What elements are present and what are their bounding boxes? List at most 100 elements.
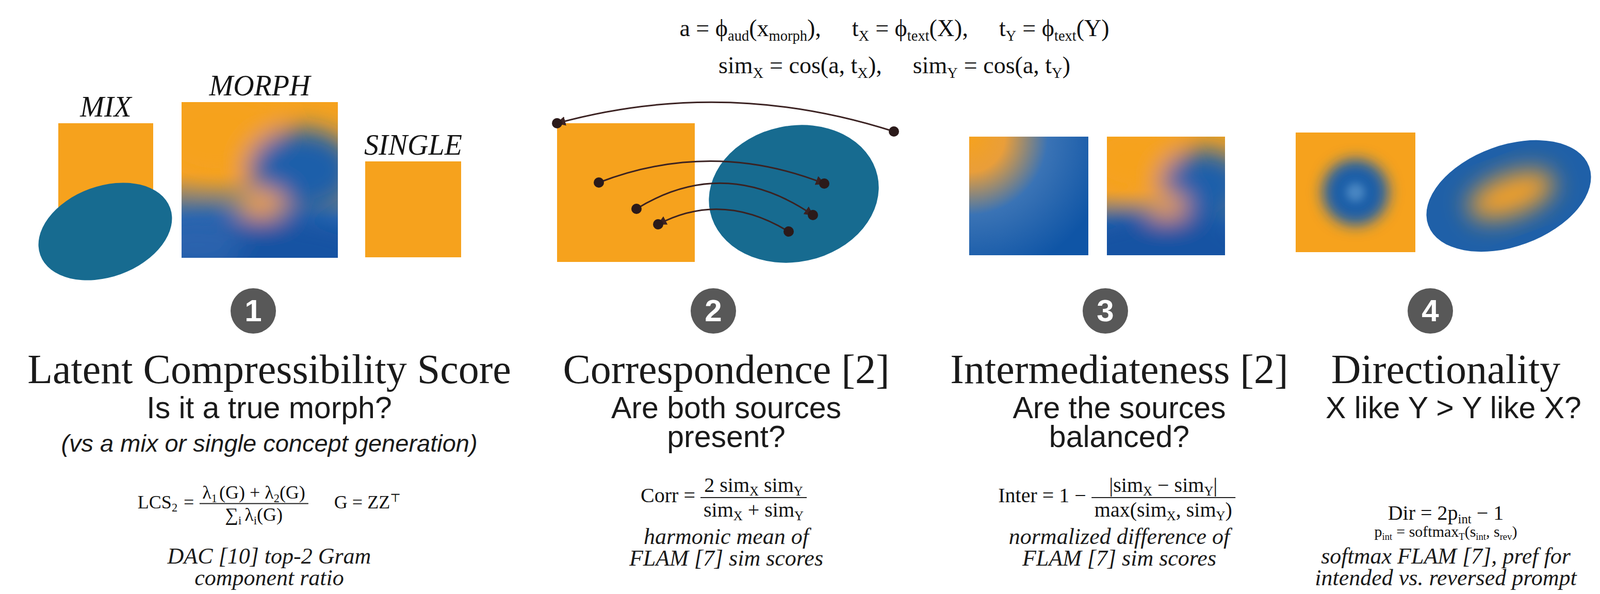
formula-term: = softmax (1396, 523, 1459, 541)
formula-term: Inter = 1 − (998, 483, 1087, 508)
label-box: Are the sources balanced? (995, 393, 1244, 452)
denominator: simX + simY (700, 498, 807, 522)
callout-number: 4 (1421, 295, 1439, 327)
formula-term: sim (912, 52, 948, 79)
label-box: Is it a true morph? (146, 393, 393, 423)
formula-subscript: X (1143, 484, 1153, 499)
formula-term: (G) (256, 504, 283, 526)
formula-subscript: Y (1203, 484, 1214, 499)
metric-title: Directionality (1331, 346, 1561, 393)
feature-dot (807, 209, 819, 221)
formula-subscript: Y (1051, 64, 1063, 81)
formula: simX= cos(a, tX),simY= cos(a, tY) (718, 52, 1071, 79)
metric-question: X like Y > Y like X? (1325, 390, 1582, 426)
formula-term: λ (202, 482, 211, 503)
metric-description: harmonic mean of FLAM [7] sim scores (629, 524, 824, 571)
fraction: 2 simXsimYsimX+ simY (700, 473, 807, 522)
formula-term: ∑ (224, 504, 239, 526)
formula-term: = cos(a, t (964, 52, 1052, 79)
metric-title: Correspondence [2] (562, 346, 890, 393)
fraction-bar (199, 503, 309, 505)
balanced-blue-band (1106, 214, 1226, 256)
x-like-y-square (1295, 132, 1416, 253)
formula-subscript: Y (793, 484, 804, 499)
y-like-x-base (1413, 128, 1600, 264)
metric-title: Latent Compressibility Score (27, 346, 512, 393)
formula-subscript: int (1382, 530, 1393, 542)
label-box: X like Y > Y like X? (1325, 393, 1582, 423)
formula-term: + sim (747, 498, 795, 522)
formula-term: ), (807, 14, 822, 42)
morph-blue-band (181, 216, 338, 258)
formula-term: = ϕ (1022, 14, 1055, 42)
numerator: |simX− simY| (1091, 473, 1236, 498)
formula-term: − sim (1157, 473, 1204, 497)
formula-term: , sim (1176, 498, 1217, 522)
x-like-y-blue-core (1322, 159, 1389, 226)
feature-dot (593, 177, 604, 188)
formula: pint= softmaxT(sint, srev) (1374, 523, 1518, 541)
balanced-gradient (1106, 136, 1226, 256)
formula-subscript: Y (794, 509, 804, 524)
formula-subscript: T (1458, 530, 1465, 542)
metric-description: normalized difference of FLAM [7] sim sc… (1008, 524, 1231, 571)
formula-term: = ϕ (875, 14, 908, 42)
feature-dot (783, 226, 794, 237)
formula-subscript: rev (1499, 530, 1513, 542)
formula-term: sim (763, 473, 794, 497)
formula-term: sim (718, 52, 753, 79)
callout-number: 2 (704, 295, 722, 327)
feature-dot (631, 203, 642, 215)
metric-question: Are the sources balanced? (1012, 390, 1226, 454)
step-number: 4 (1407, 288, 1453, 334)
y-like-x-ellipse (1413, 128, 1600, 264)
formula-subscript: i (253, 514, 257, 528)
fraction: |simX− simY|max(simX, simY) (1091, 473, 1236, 522)
feature-dot (819, 178, 830, 189)
formula-term: ) (1225, 498, 1232, 522)
formula-term: (G) + λ (219, 482, 274, 503)
formula-subscript: int (1475, 530, 1487, 542)
formula-term: |sim (1108, 473, 1144, 497)
formula-subscript: X (733, 509, 743, 524)
step-number: 2 (690, 288, 737, 334)
morph-orange-tongue (235, 189, 286, 219)
single-shape: SINGLE (365, 161, 462, 258)
correspondence-arc (658, 209, 789, 232)
step-number: 1 (230, 288, 276, 334)
formula-subscript: 2 (273, 491, 280, 505)
morph-blue-corner (181, 216, 243, 258)
shape-heading: MORPH (209, 71, 311, 101)
formula-term: sim (703, 498, 734, 522)
callout-number: 1 (244, 295, 262, 327)
metric-description: softmax FLAM [7], pref for intended vs. … (1314, 543, 1577, 591)
formula-term: , s (1486, 523, 1500, 541)
fraction: λ1(G) + λ2(G)∑iλi(G) (199, 482, 309, 527)
formula-term: (s (1464, 523, 1477, 541)
formula-subscript: i (238, 514, 242, 528)
x-like-y-base (1295, 132, 1416, 253)
metric-question: Is it a true morph? (146, 390, 393, 426)
correspondence-arc (557, 102, 894, 132)
formula-term: max(sim (1094, 498, 1167, 522)
formula-term: (Y) (1076, 14, 1110, 42)
formula: Dir = 2pint− 1 (1388, 501, 1505, 525)
circle-fill (690, 288, 737, 334)
formula-subscript: text (1054, 27, 1077, 44)
formula-superscript: ⊤ (389, 491, 401, 505)
label-box: Directionality (1331, 348, 1561, 390)
formula-subscript: X (857, 64, 869, 81)
formula-subscript: 2 (171, 501, 178, 515)
source-y-ellipse (695, 109, 892, 279)
shape-heading: MIX (79, 92, 132, 122)
morph-shape: MORPH (181, 102, 338, 258)
metric-title: Intermediateness [2] (950, 346, 1288, 393)
formula-subscript: X (858, 27, 870, 44)
label-box: (vs a mix or single concept generation) (60, 431, 478, 456)
formula-term: (x (748, 14, 769, 42)
denominator: max(simX, simY) (1091, 498, 1236, 522)
formula-term: − 1 (1476, 501, 1505, 525)
numerator: 2 simXsimY (700, 473, 807, 498)
formula: Corr =2 simXsimYsimX+ simY (640, 473, 812, 522)
formula: a = ϕaud(xmorph),tX= ϕtext(X),tY= ϕtext(… (679, 15, 1109, 42)
